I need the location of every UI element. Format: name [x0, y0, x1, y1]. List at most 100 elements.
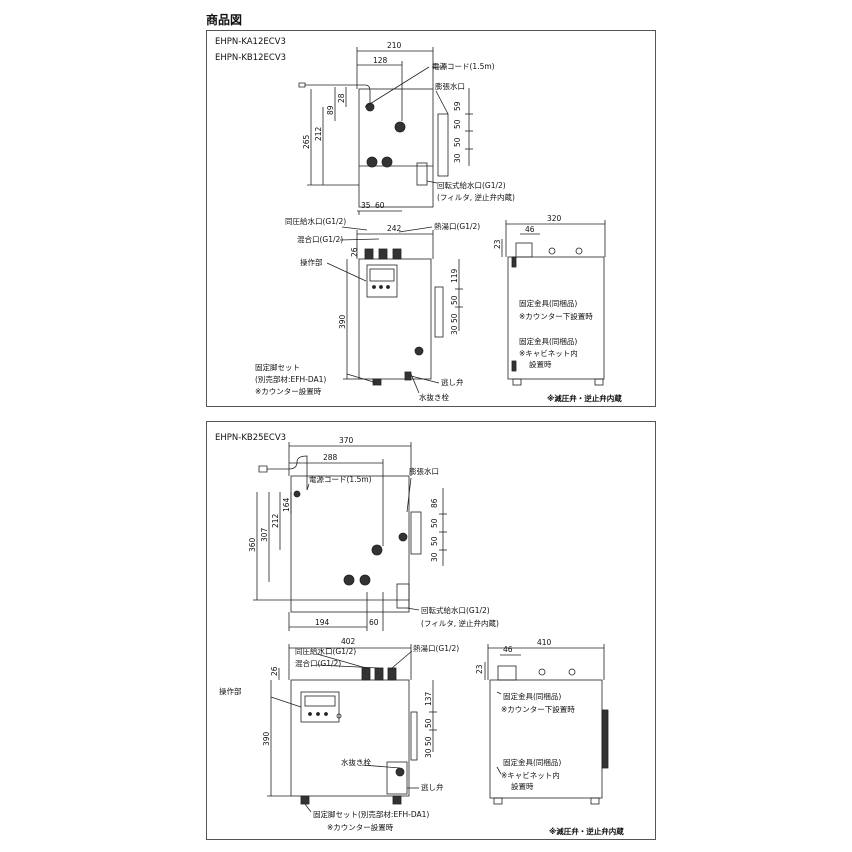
dim-label: 30 [424, 748, 433, 758]
dim-label: 210 [387, 41, 402, 50]
mix-port-label: 混合口(G1/2) [295, 658, 341, 668]
dim-label: 212 [271, 513, 280, 528]
bracket-note: 設置時 [511, 781, 534, 791]
dim-label: 30 [430, 552, 439, 562]
dim-label: 46 [503, 645, 513, 654]
hot-port-icon [387, 667, 397, 681]
dim-label: 50 [424, 736, 433, 746]
dim-label: 50 [453, 119, 462, 129]
dim-label: 164 [282, 497, 291, 512]
dim-label: 60 [369, 618, 379, 627]
page-title: 商品図 [206, 13, 243, 27]
side-pipe-icon [434, 286, 444, 338]
button-icon [379, 285, 383, 289]
dim-label: 50 [424, 718, 433, 728]
mix-port-icon [374, 667, 384, 681]
dim-label: 60 [375, 201, 385, 210]
dim-label: 59 [453, 101, 462, 111]
dim-label: 390 [338, 314, 347, 329]
dim-label: 194 [315, 618, 330, 627]
dim-label: 370 [339, 436, 354, 445]
leg-icon [300, 795, 310, 805]
relief-valve-label: 逃し弁 [441, 377, 464, 387]
power-cord-label: 電源コード(1.5m) [309, 475, 372, 484]
display-icon [369, 268, 395, 282]
bracket-note: ※キャビネット内 [501, 770, 560, 780]
panel-small-models: EHPN-KA12ECV3 EHPN-KB12ECV3 210 128 265 … [206, 30, 656, 407]
fitting-icon [381, 156, 393, 168]
sensor-icon [336, 713, 342, 719]
control-label: 操作部 [219, 686, 242, 696]
valve-assembly-icon [515, 242, 533, 258]
top-view-body [290, 475, 410, 613]
pressure-inlet-icon [361, 667, 371, 681]
dim-label: 46 [525, 225, 535, 234]
front-view-body [290, 679, 410, 797]
rotary-inlet-label: 回転式給水口(G1/2) [421, 605, 490, 615]
footnote: ※減圧弁・逆止弁内蔵 [547, 393, 622, 403]
dim-label: 307 [260, 527, 269, 542]
bracket-note: ※キャビネット内 [519, 348, 578, 358]
rotary-inlet-label: 回転式給水口(G1/2) [437, 180, 506, 190]
leg-icon [493, 797, 503, 805]
button-icon [324, 712, 328, 716]
dim-label: 89 [326, 105, 335, 115]
rotary-inlet-icon [416, 162, 428, 186]
drain-label: 水抜き栓 [419, 392, 449, 402]
dim-label: 137 [424, 691, 433, 706]
control-panel-icon [300, 691, 340, 723]
legs-label: 固定脚セット(別売部材:EFH-DA1) [313, 809, 429, 819]
fitting-icon [366, 156, 378, 168]
dim-label: 35 [361, 201, 371, 210]
dim-label: 242 [387, 224, 402, 233]
expansion-port-label: 膨張水口 [435, 81, 465, 91]
relief-valve-icon [404, 371, 412, 381]
power-plug-icon [258, 465, 268, 473]
dim-label: 50 [450, 313, 459, 323]
fitting-icon [371, 544, 383, 556]
dim-label: 265 [302, 134, 311, 149]
hot-port-label: 熱湯口(G1/2) [434, 221, 480, 231]
fitting-icon [538, 668, 546, 676]
dim-label: 119 [450, 268, 459, 283]
leg-icon [392, 795, 402, 805]
drain-area-icon [386, 761, 408, 795]
bracket-label: 固定金具(同梱品) [519, 336, 577, 346]
dim-label: 288 [323, 453, 338, 462]
dim-label: 50 [430, 536, 439, 546]
dim-label: 128 [373, 56, 388, 65]
expansion-port-icon [437, 113, 449, 177]
panel-large-model: EHPN-KB25ECV3 370 288 360 307 212 164 86… [206, 421, 656, 840]
dim-label: 402 [341, 637, 356, 646]
power-cord [305, 84, 371, 105]
leg-icon [590, 797, 600, 805]
dim-label: 23 [475, 664, 484, 674]
bracket-label: 固定金具(同梱品) [503, 757, 561, 767]
expansion-fitting-icon [398, 532, 408, 542]
pressure-inlet-label: 同圧給水口(G1/2) [285, 216, 346, 226]
dim-label: 410 [537, 638, 552, 647]
fitting-icon [343, 574, 355, 586]
display-icon [304, 695, 336, 707]
dim-label: 390 [262, 731, 271, 746]
control-panel-icon [366, 264, 398, 298]
side-view-body [507, 256, 605, 380]
rotary-inlet-icon [396, 583, 410, 609]
rotary-inlet-note: (フィルタ, 逆止弁内蔵) [437, 192, 515, 202]
dim-label: 50 [453, 137, 462, 147]
cord-gland-icon [293, 490, 301, 498]
valve-assembly-icon [497, 665, 517, 681]
expansion-port-icon [410, 511, 422, 555]
bracket-note: ※カウンター下設置時 [519, 311, 593, 321]
bracket-icon [511, 360, 517, 372]
bracket-label: 固定金具(同梱品) [519, 298, 577, 308]
side-pipe-icon [410, 711, 418, 761]
legs-note: ※カウンター設置時 [327, 822, 394, 832]
fitting-icon [359, 574, 371, 586]
bracket-note: ※カウンター下設置時 [501, 704, 575, 714]
model-name: EHPN-KB12ECV3 [215, 53, 286, 63]
top-view-body [358, 88, 434, 208]
fitting-icon [568, 668, 576, 676]
power-cord [267, 455, 308, 490]
pressure-inlet-icon [364, 248, 374, 260]
